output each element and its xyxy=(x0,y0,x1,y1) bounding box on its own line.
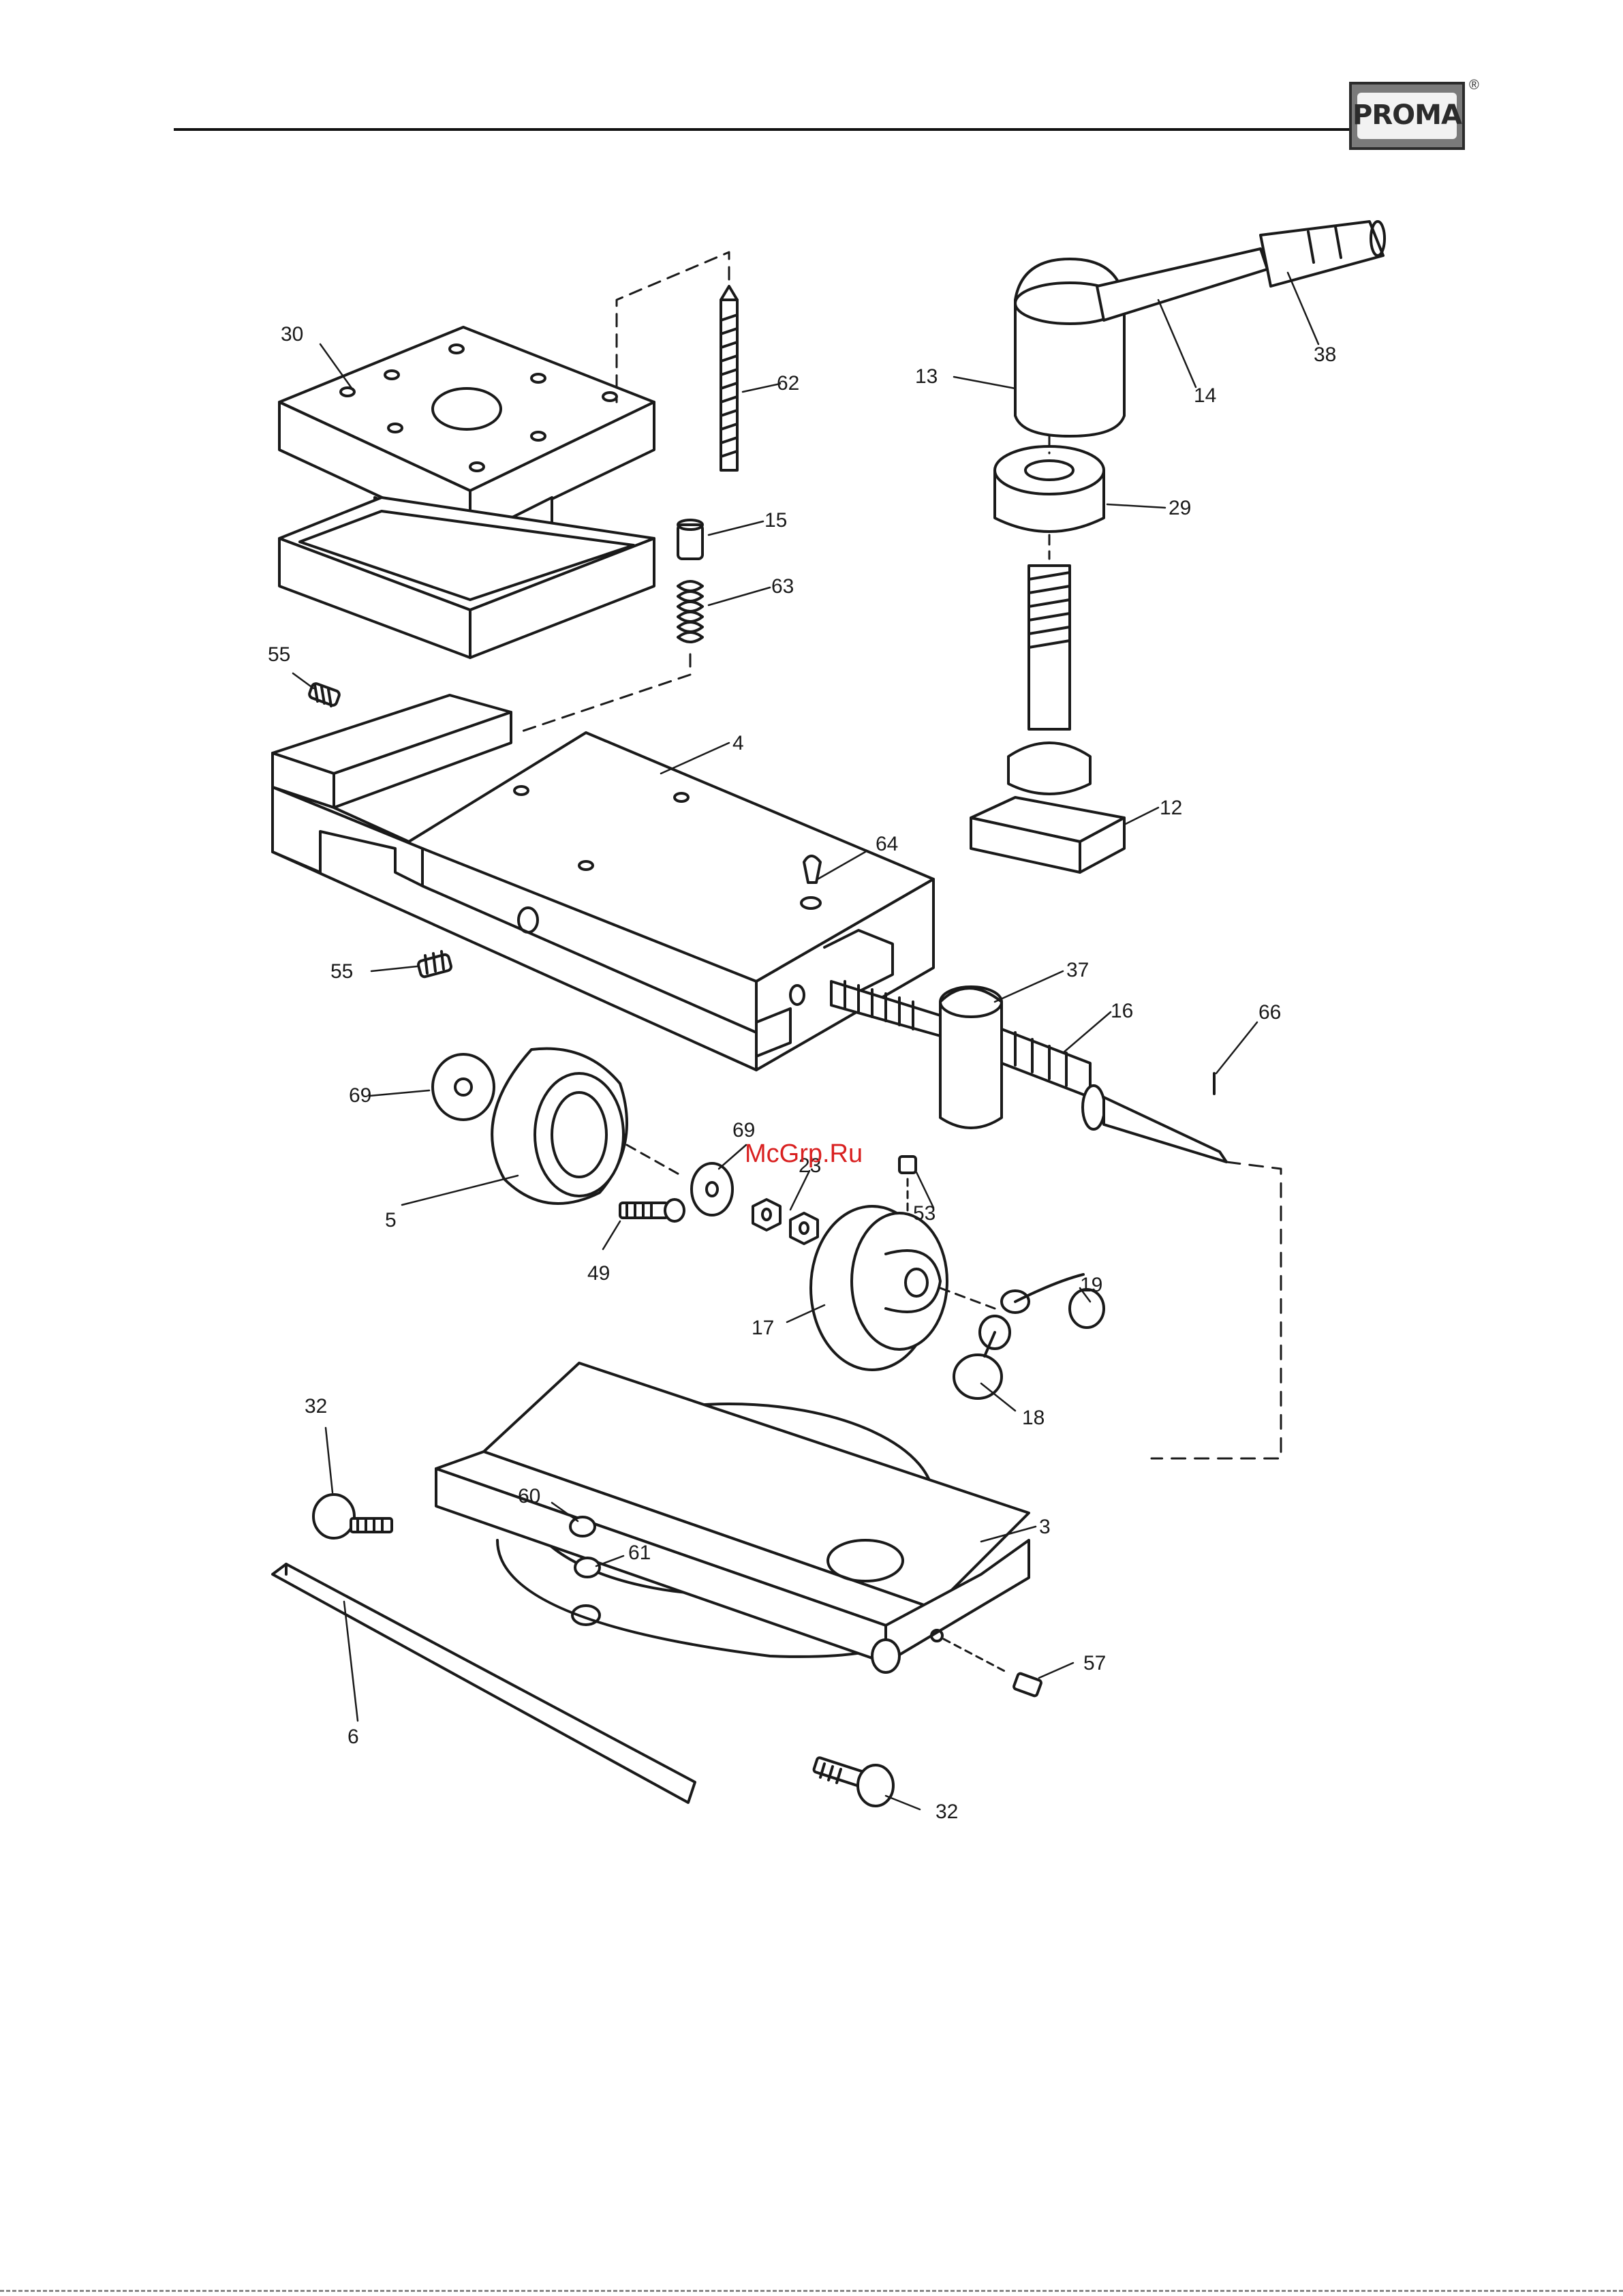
part-16-leadscrew xyxy=(831,981,1226,1162)
label-14: 14 xyxy=(1194,384,1216,407)
part-15-pin xyxy=(678,520,702,559)
part-3-swivel-base xyxy=(436,1363,1029,1663)
label-62: 62 xyxy=(777,372,799,395)
part-14-lever xyxy=(1097,221,1385,320)
part-55-setscrew-lower xyxy=(418,951,452,978)
part-69-washer-left xyxy=(433,1054,494,1120)
label-18: 18 xyxy=(1022,1407,1045,1429)
label-57: 57 xyxy=(1083,1652,1106,1674)
part-17-handwheel xyxy=(811,1206,947,1370)
part-53-pin xyxy=(899,1157,916,1173)
part-49-screw xyxy=(620,1199,684,1221)
part-32-screw-right xyxy=(814,1757,893,1806)
label-69-right: 69 xyxy=(732,1119,755,1142)
part-37-nut-block xyxy=(940,987,1002,1128)
label-32-right: 32 xyxy=(936,1801,958,1823)
label-17: 17 xyxy=(752,1317,774,1339)
label-60: 60 xyxy=(518,1485,540,1507)
label-16: 16 xyxy=(1111,1000,1133,1022)
label-6: 6 xyxy=(347,1726,359,1748)
part-61-pin xyxy=(575,1558,600,1577)
part-55-setscrew-top xyxy=(309,682,341,706)
label-4: 4 xyxy=(732,732,744,754)
part-69-washer-right xyxy=(692,1163,732,1215)
label-30: 30 xyxy=(281,323,303,346)
part-4-compound-slide xyxy=(273,695,933,1070)
label-69-left: 69 xyxy=(349,1084,371,1107)
label-55-top: 55 xyxy=(268,643,290,666)
part-60-pin xyxy=(570,1517,595,1536)
label-5: 5 xyxy=(385,1209,397,1231)
part-12-tbolt xyxy=(971,566,1124,872)
label-12: 12 xyxy=(1160,797,1182,819)
part-23-nuts xyxy=(753,1199,818,1244)
label-32-left: 32 xyxy=(305,1395,327,1418)
part-5-dial xyxy=(492,1049,627,1204)
label-64: 64 xyxy=(876,833,898,855)
label-66: 66 xyxy=(1258,1001,1281,1024)
part-62-stud xyxy=(721,286,737,470)
part-32-screw-left xyxy=(313,1495,392,1538)
label-19: 19 xyxy=(1080,1274,1102,1296)
part-30-tool-post xyxy=(279,327,654,658)
label-49: 49 xyxy=(587,1262,610,1285)
label-29: 29 xyxy=(1169,497,1191,519)
label-63: 63 xyxy=(771,575,794,598)
label-3: 3 xyxy=(1039,1516,1051,1538)
label-55-lower: 55 xyxy=(330,960,353,983)
label-38: 38 xyxy=(1314,343,1336,366)
label-15: 15 xyxy=(764,509,787,532)
bottom-rule xyxy=(0,2290,1623,2294)
watermark-text: McGrp.Ru xyxy=(745,1139,863,1168)
part-29-nut xyxy=(995,446,1104,532)
label-53: 53 xyxy=(913,1202,936,1225)
part-63-spring xyxy=(678,581,702,642)
label-13: 13 xyxy=(915,365,938,388)
label-61: 61 xyxy=(628,1542,651,1564)
label-37: 37 xyxy=(1066,959,1089,981)
